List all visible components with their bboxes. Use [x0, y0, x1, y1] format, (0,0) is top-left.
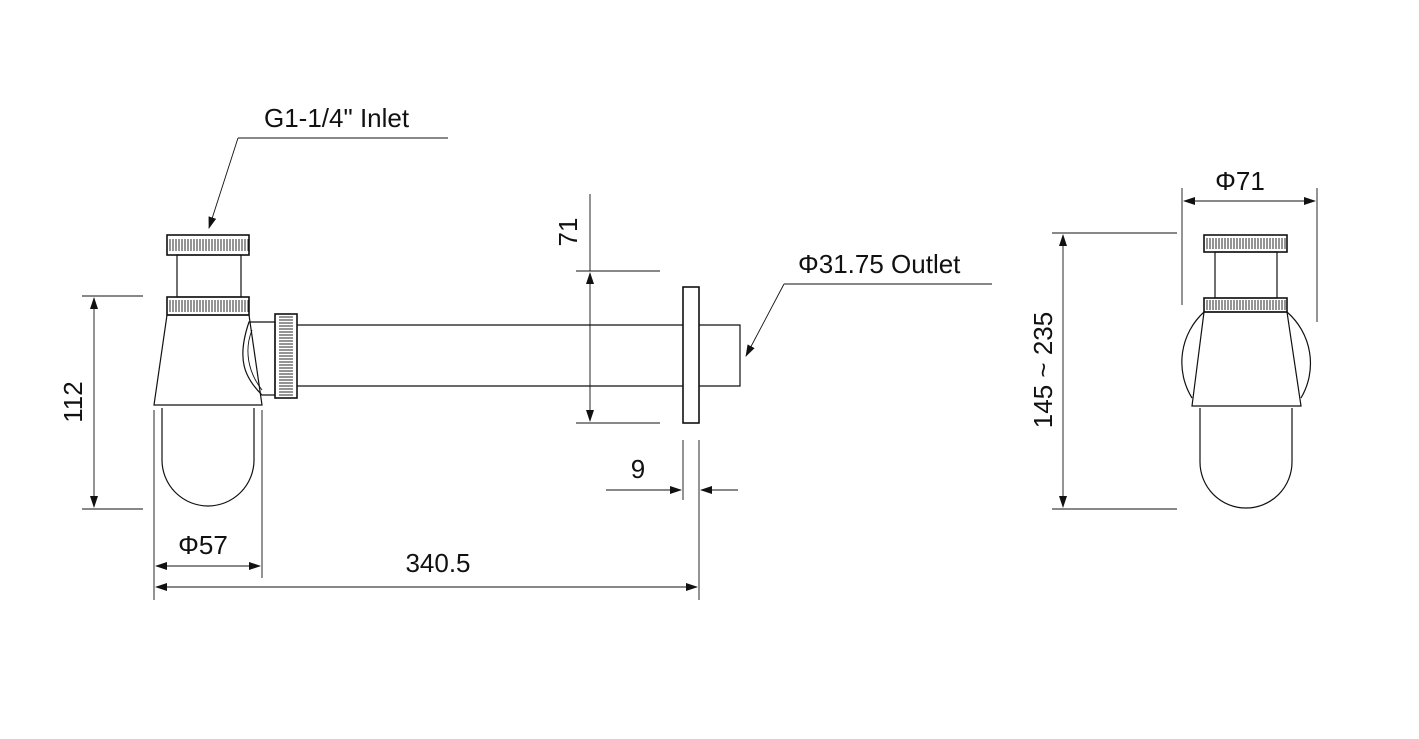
trap-body	[153, 314, 263, 406]
length-dimension	[155, 500, 700, 600]
outlet-nut	[274, 313, 298, 399]
wall-flange	[682, 286, 700, 424]
pipe-end	[699, 324, 741, 387]
front-view	[153, 234, 741, 507]
side-height-label: 145 ~ 235	[1028, 312, 1058, 428]
inlet-leader	[208, 137, 448, 229]
elbow-connector	[242, 321, 276, 396]
side-diameter-label: Φ71	[1215, 166, 1265, 196]
outlet-label: Φ31.75 Outlet	[798, 249, 961, 279]
flange-dimension	[606, 440, 738, 500]
offset-label: 71	[553, 218, 583, 247]
length-label: 340.5	[405, 548, 470, 578]
side-neck	[1214, 251, 1278, 299]
flange-label: 9	[631, 454, 645, 484]
bottle-diameter-dimension	[153, 410, 263, 600]
bottle-diameter-label: Φ57	[178, 530, 228, 560]
trap-bottle	[161, 408, 255, 507]
height-dimension	[82, 295, 143, 510]
outlet-leader	[745, 283, 992, 357]
outlet-pipe	[297, 324, 683, 387]
offset-dimension	[576, 194, 660, 424]
side-bottle	[1199, 408, 1293, 509]
height-label: 112	[58, 381, 88, 422]
inlet-neck	[176, 254, 242, 298]
inlet-label: G1-1/4" Inlet	[264, 103, 410, 133]
side-height-dimension	[1052, 232, 1177, 510]
side-view	[1181, 234, 1312, 509]
side-body	[1191, 311, 1302, 407]
side-diameter-dimension	[1181, 188, 1318, 322]
